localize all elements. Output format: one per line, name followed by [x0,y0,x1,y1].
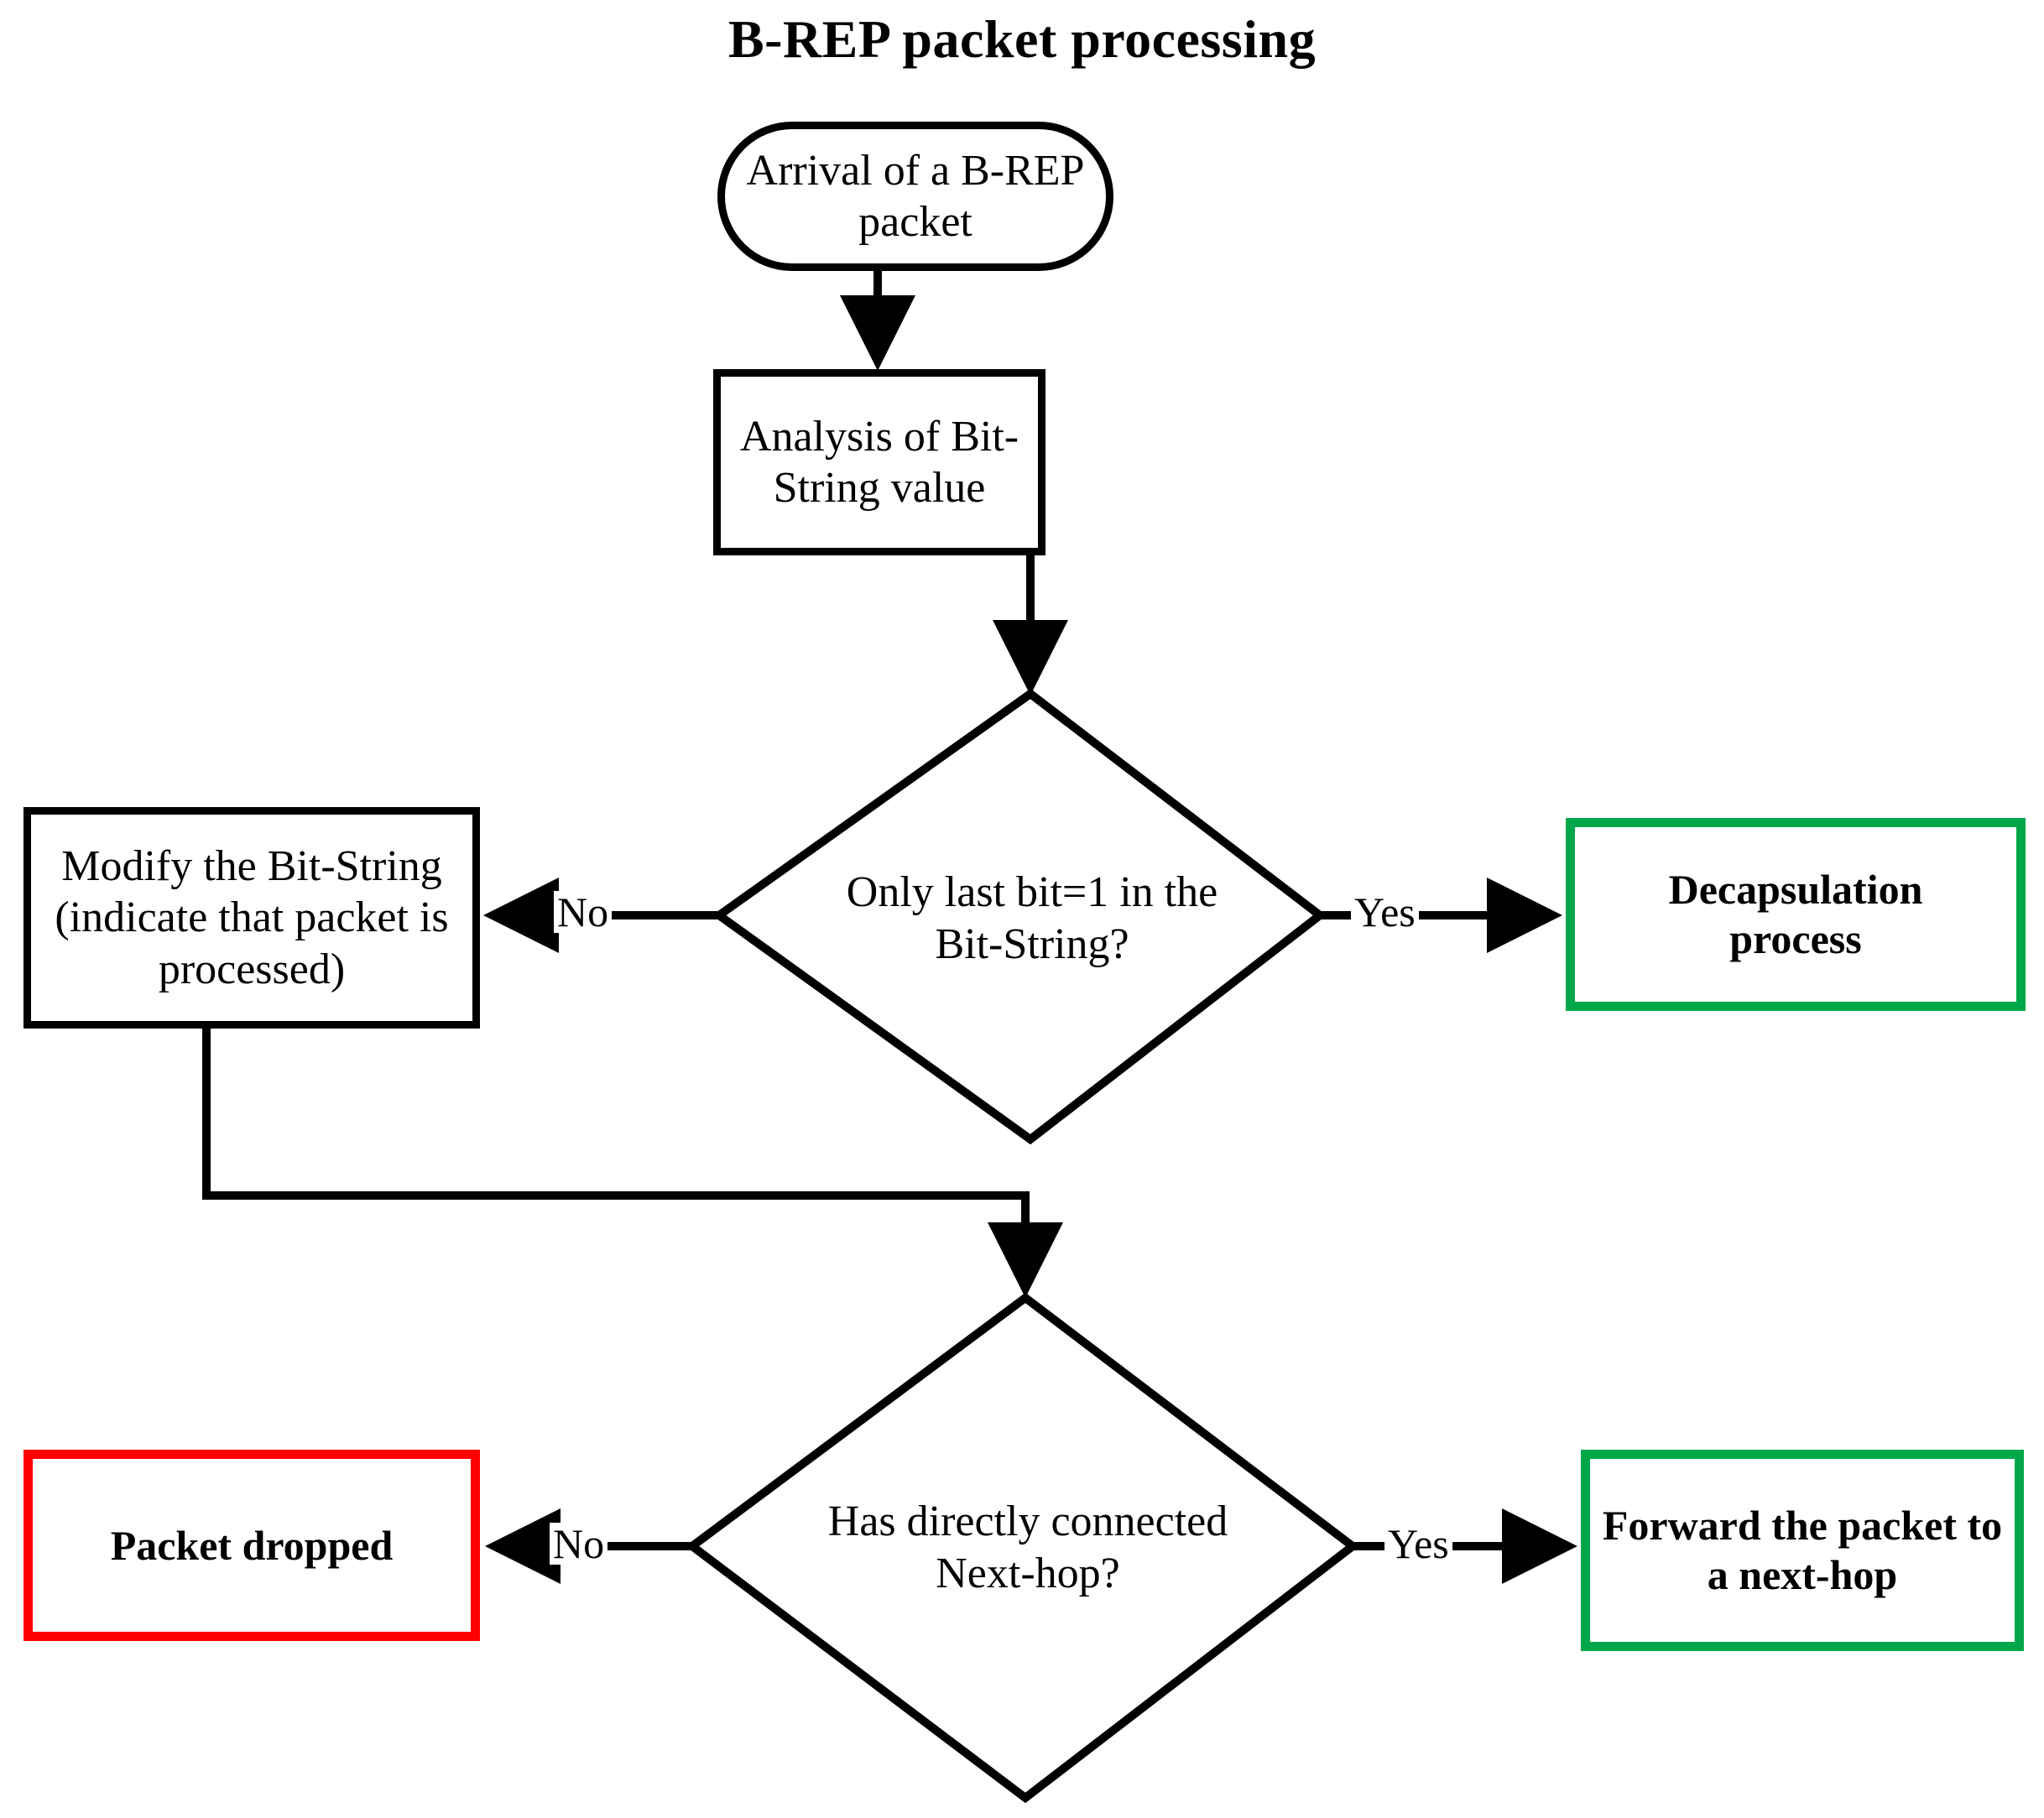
node-decision-nexthop-text: Has directly connected Next-hop? [828,1496,1228,1601]
node-modify-line2: (indicate that packet is [55,893,449,942]
edge-label-bitstring-no: No [554,891,613,933]
node-decapsulation-line1: Decapsulation [1668,866,1923,913]
node-modify-line3: processed) [158,945,346,993]
node-decision-bitstring-line1: Only last bit=1 in the [846,867,1218,916]
node-decision-bitstring-text: Only last bit=1 in the Bit-String? [847,867,1218,972]
node-decapsulation-text: Decapsulation process [1669,865,1923,964]
node-forward-line2: a next-hop [1707,1551,1898,1598]
node-analysis-label: Analysis of Bit-String value [739,412,1019,512]
node-modify-bitstring[interactable]: Modify the Bit-String (indicate that pac… [23,807,480,1029]
node-forward-next-hop[interactable]: Forward the packet to a next-hop [1581,1450,2024,1651]
node-start-arrival[interactable]: Arrival of a B-REP packet [717,122,1113,271]
node-decision-nexthop[interactable]: Has directly connected Next-hop? [738,1485,1317,1611]
node-modify-text: Modify the Bit-String (indicate that pac… [55,841,448,995]
node-packet-dropped[interactable]: Packet dropped [23,1450,480,1641]
node-decapsulation-line2: process [1729,915,1862,962]
node-decision-bitstring[interactable]: Only last bit=1 in the Bit-String? [759,856,1305,982]
node-forward-line1: Forward the packet to [1602,1502,2003,1549]
node-modify-line1: Modify the Bit-String [61,841,442,890]
page-title: B-REP packet processing [727,9,1317,69]
edge-label-nexthop-yes: Yes [1384,1523,1452,1565]
node-decision-nexthop-line2: Next-hop? [936,1550,1120,1597]
node-decapsulation-process[interactable]: Decapsulation process [1566,818,2026,1011]
node-start-label: Arrival of a B-REP packet [746,146,1085,246]
node-decision-bitstring-line2: Bit-String? [935,920,1129,968]
node-analysis-bitstring[interactable]: Analysis of Bit-String value [713,369,1045,555]
edge-modify-to-decision2 [202,1029,1063,1299]
edge-label-nexthop-no: No [550,1523,608,1565]
edge-label-bitstring-yes: Yes [1351,891,1419,933]
node-packet-dropped-label: Packet dropped [110,1521,394,1569]
node-decision-nexthop-line1: Has directly connected [827,1497,1228,1545]
node-forward-text: Forward the packet to a next-hop [1603,1501,2002,1600]
